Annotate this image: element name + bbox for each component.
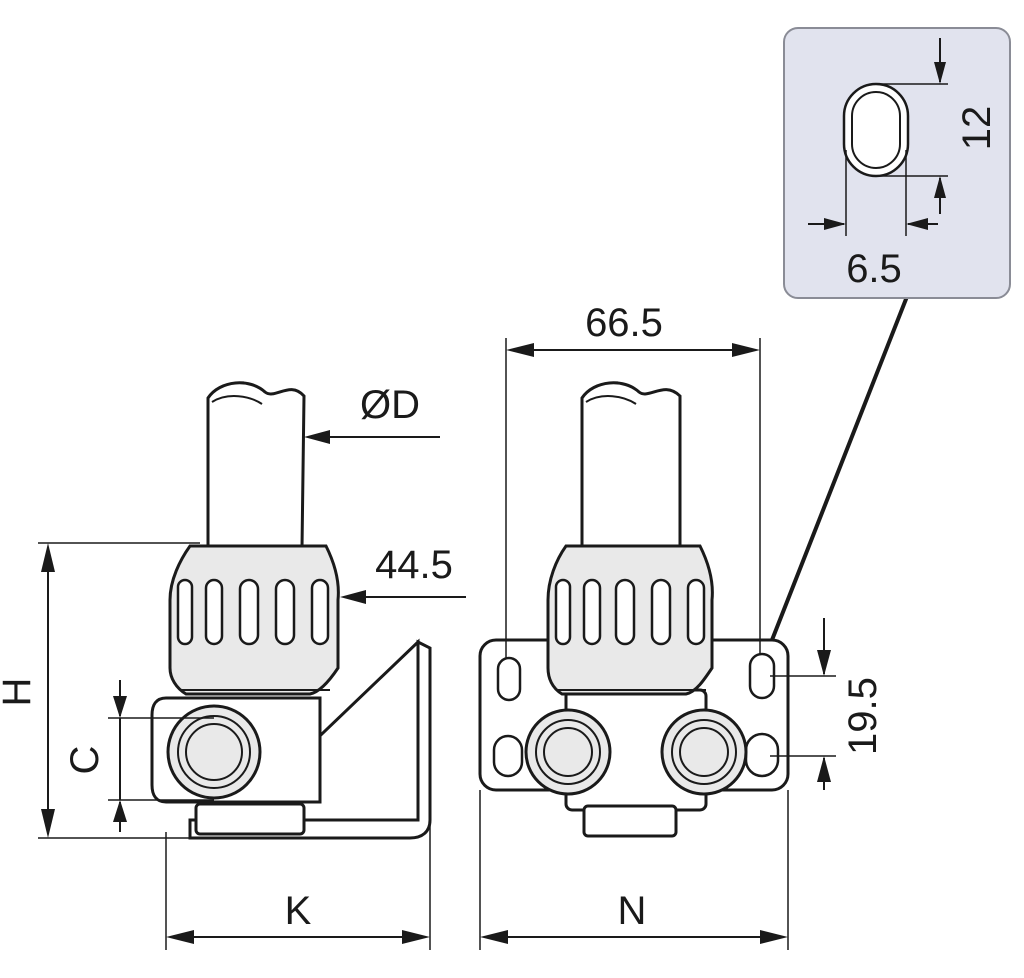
front-nut (546, 544, 714, 696)
dimension-n (479, 790, 789, 950)
hole-spacing-label: 19.5 (841, 677, 885, 755)
nut-dimension-label: 44.5 (375, 543, 453, 587)
dimension-slot-length (880, 38, 948, 214)
front-fitting-body (524, 688, 748, 838)
slot-detail: 12 6.5 (783, 27, 1011, 299)
dimension-width (505, 338, 761, 658)
depth-label: K (285, 889, 312, 933)
side-fitting-body (150, 696, 322, 836)
dimension-hole-spacing (770, 618, 836, 790)
detail-leader-line (770, 293, 910, 641)
dimension-slot-width (808, 150, 938, 236)
side-nut (168, 544, 340, 696)
dimension-diameter (304, 430, 440, 444)
dimension-c (108, 680, 214, 832)
center-label: C (63, 746, 107, 775)
slot-outline (842, 82, 910, 178)
slot-length-label: 12 (955, 106, 999, 151)
front-view: 66.5 19.5 N (478, 293, 910, 950)
diameter-label: ØD (360, 383, 420, 427)
dimension-h (38, 542, 200, 839)
front-pipe (580, 381, 682, 550)
base-width-label: N (618, 889, 647, 933)
side-pipe (206, 381, 306, 550)
dimension-k (165, 650, 431, 950)
height-label: H (0, 678, 39, 707)
slot-width-label: 6.5 (846, 247, 902, 291)
side-view: H C ØD 44.5 (0, 381, 466, 950)
dimension-nut (340, 590, 466, 604)
width-dimension-label: 66.5 (585, 301, 663, 345)
